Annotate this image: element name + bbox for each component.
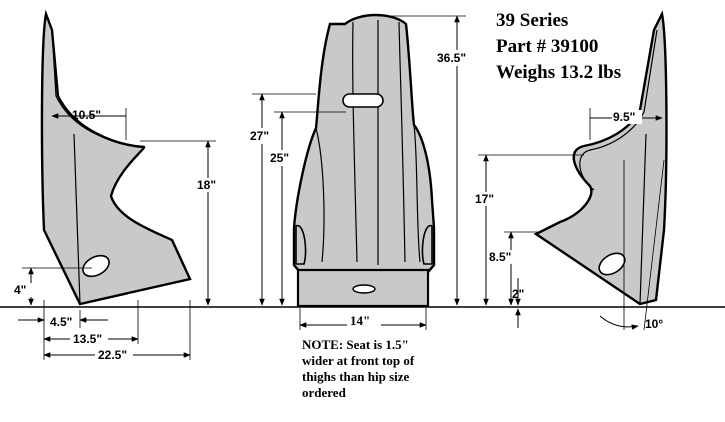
front-shoulder-label: 27"	[250, 129, 269, 143]
right-slot-label: 8.5"	[489, 250, 511, 264]
left-seat-crease	[73, 133, 81, 305]
left-depth-bg	[70, 332, 108, 346]
left-depth-label: 13.5"	[73, 332, 102, 346]
front-shoulder-bg	[248, 128, 274, 144]
front-seat-bolster-right	[413, 124, 421, 263]
right-angle-tilt	[643, 159, 665, 331]
right-base-label: 2"	[512, 287, 524, 301]
front-slot-label: 25"	[270, 151, 289, 165]
left-height-bg	[195, 178, 219, 192]
title-block: 39 Series Part # 39100 Weighs 13.2 lbs	[496, 10, 621, 83]
right-top-width-label: 9.5"	[613, 110, 635, 124]
right-side-label: 17"	[475, 192, 494, 206]
right-angle-arc	[599, 315, 639, 330]
front-note-line-3: thighs than hip size	[302, 369, 410, 384]
front-harness-slot	[342, 93, 384, 108]
left-offset-label: 4.5"	[50, 315, 72, 329]
title-series: 39 Series	[496, 10, 568, 31]
front-seat-shell	[292, 13, 436, 274]
left-seat-profile	[40, 9, 192, 306]
left-overall-bg	[95, 348, 133, 362]
left-height-label: 18"	[197, 178, 216, 192]
left-slot-label: 4"	[14, 283, 26, 297]
front-seat-wing-right	[421, 225, 433, 265]
right-seat-profile	[533, 10, 668, 306]
front-seat-bolster-left	[315, 127, 325, 263]
front-seat-rib-right	[398, 21, 406, 263]
left-seat-rim	[51, 29, 137, 147]
front-view: 36.5" 27" 25" 14" NOTE: Seat is 1.5" wid…	[248, 13, 472, 400]
front-note-line-1: NOTE: Seat is 1.5"	[302, 337, 409, 352]
front-hip-label: 14"	[350, 313, 370, 328]
left-slot-bg	[13, 283, 35, 297]
front-overall-bg	[436, 50, 472, 66]
right-angle-label: 10°	[645, 317, 663, 331]
front-overall-label: 36.5"	[437, 51, 466, 65]
front-slot-bg	[269, 150, 295, 166]
right-top-width-bg	[612, 110, 642, 124]
right-side-bg	[474, 192, 498, 206]
front-base-slot	[352, 284, 376, 294]
right-side-view: 9.5" 17" 8.5" 2" 10°	[474, 10, 668, 331]
left-top-width-label: 10.5"	[72, 108, 101, 122]
front-hip-bg	[347, 313, 381, 329]
front-note-line-4: ordered	[302, 385, 347, 400]
left-overall-label: 22.5"	[98, 348, 127, 362]
left-side-view: 10.5" 18" 4" 4.5" 13.5" 22.5"	[13, 9, 219, 362]
left-harness-slot	[82, 254, 110, 278]
front-note-line-2: wider at front top of	[302, 353, 415, 368]
title-part-number: Part # 39100	[496, 36, 598, 57]
front-seat-base	[296, 268, 430, 308]
front-seat-wing-left	[295, 225, 307, 265]
title-weight: Weighs 13.2 lbs	[496, 62, 621, 83]
right-seat-crease	[639, 133, 647, 305]
right-slot-bg	[488, 250, 518, 264]
